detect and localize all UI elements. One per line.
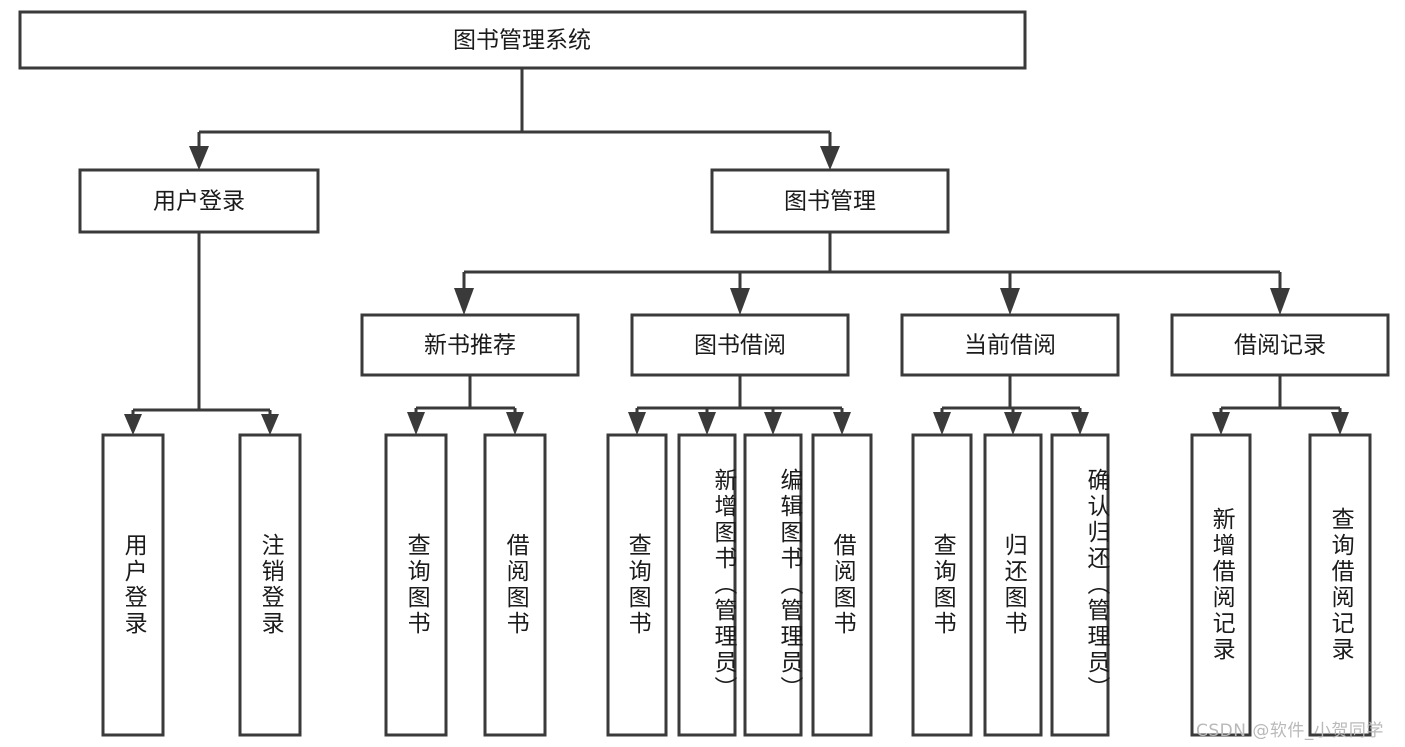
node-records[interactable]: 借阅记录 [1170, 313, 1390, 377]
edge-group-bookmgmt [454, 232, 1290, 315]
node-leaf3-box[interactable] [384, 433, 448, 737]
node-records-box[interactable] [1170, 313, 1390, 377]
arrow-head-leaf12 [1212, 412, 1230, 435]
node-leaf2-box[interactable] [238, 433, 302, 737]
arrow-head-leaf4 [506, 412, 524, 435]
node-leaf10-box[interactable] [983, 433, 1043, 737]
node-leaf1-box[interactable] [101, 433, 165, 737]
node-login[interactable]: 用户登录 [78, 168, 320, 234]
arrow-head-leaf2 [261, 414, 279, 435]
arrow-head-newbook [454, 288, 474, 315]
node-leaf5-box[interactable] [606, 433, 668, 737]
arrow-head-leaf8 [833, 412, 851, 435]
node-login-label: 用户登录 [153, 189, 245, 215]
node-current[interactable]: 当前借阅 [900, 313, 1120, 377]
node-leaf13-box[interactable] [1308, 433, 1372, 737]
arrow-head-borrow [730, 288, 750, 315]
edge-group-borrow [628, 375, 851, 435]
node-current-label: 当前借阅 [964, 333, 1056, 359]
node-borrow-box[interactable] [630, 313, 850, 377]
node-root-label: 图书管理系统 [453, 28, 591, 54]
node-root[interactable]: 图书管理系统 [18, 10, 1027, 70]
node-bookmgmt-label: 图书管理 [784, 189, 876, 215]
arrow-head-leaf3 [407, 412, 425, 435]
node-leaf11-box[interactable] [1050, 433, 1110, 737]
node-leaf9-box[interactable] [911, 433, 973, 737]
node-records-label: 借阅记录 [1234, 333, 1326, 359]
node-root-box[interactable] [18, 10, 1027, 70]
arrow-head-login [189, 146, 209, 170]
arrow-head-current [1000, 288, 1020, 315]
node-bookmgmt-box[interactable] [710, 168, 950, 234]
arrow-head-leaf10 [1004, 412, 1022, 435]
edge-group-root [189, 68, 840, 170]
arrow-head-leaf6 [698, 412, 716, 435]
node-leaf4-box[interactable] [483, 433, 547, 737]
edge-group-records [1212, 375, 1349, 435]
csdn-watermark: CSDN @软件_小贺同学 [1196, 721, 1384, 741]
node-leaf6-box[interactable] [677, 433, 737, 737]
arrow-head-bookmgmt [820, 146, 840, 170]
node-leaf8-box[interactable] [811, 433, 873, 737]
node-login-box[interactable] [78, 168, 320, 234]
arrow-head-leaf1 [124, 414, 142, 435]
node-newbook[interactable]: 新书推荐 [360, 313, 580, 377]
arrow-head-leaf11 [1071, 412, 1089, 435]
node-bookmgmt[interactable]: 图书管理 [710, 168, 950, 234]
edge-group-login [124, 232, 279, 435]
arrow-head-leaf7 [764, 412, 782, 435]
arrow-head-leaf13 [1331, 412, 1349, 435]
node-borrow[interactable]: 图书借阅 [630, 313, 850, 377]
arrow-head-records [1270, 288, 1290, 315]
edge-group-newbook [407, 375, 524, 435]
node-borrow-label: 图书借阅 [694, 333, 786, 359]
node-current-box[interactable] [900, 313, 1120, 377]
leaf-boxes [101, 433, 1372, 737]
arrow-head-leaf5 [628, 412, 646, 435]
node-newbook-box[interactable] [360, 313, 580, 377]
arrow-head-leaf9 [933, 412, 951, 435]
node-newbook-label: 新书推荐 [424, 333, 516, 359]
node-leaf7-box[interactable] [743, 433, 803, 737]
node-leaf12-box[interactable] [1190, 433, 1252, 737]
edge-group-current [933, 375, 1089, 435]
